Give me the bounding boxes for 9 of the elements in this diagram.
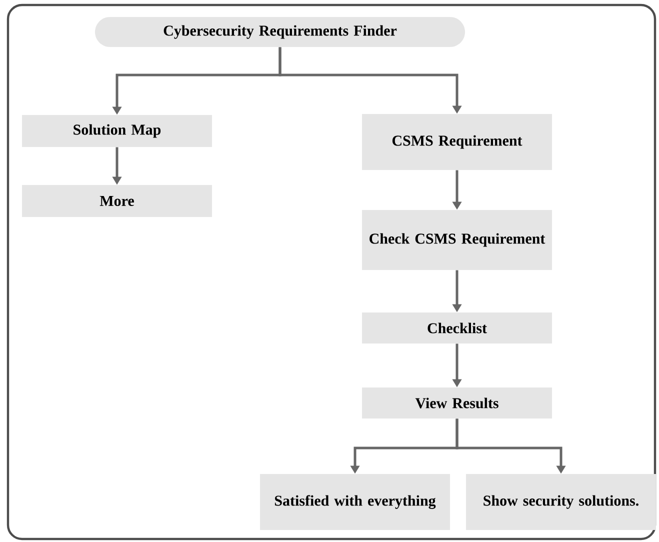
process-box: More (22, 185, 212, 217)
process-box: Solution Map (22, 115, 212, 147)
process-box: Show security solutions. (466, 474, 656, 530)
process-box: Checklist (362, 312, 552, 344)
process-box: Satisfied with everything (260, 474, 450, 530)
process-box: CSMS Requirement (362, 114, 552, 170)
process-box: Check CSMS Requirement (362, 210, 552, 270)
title-box: Cybersecurity Requirements Finder (95, 17, 465, 47)
process-box: View Results (362, 388, 552, 418)
